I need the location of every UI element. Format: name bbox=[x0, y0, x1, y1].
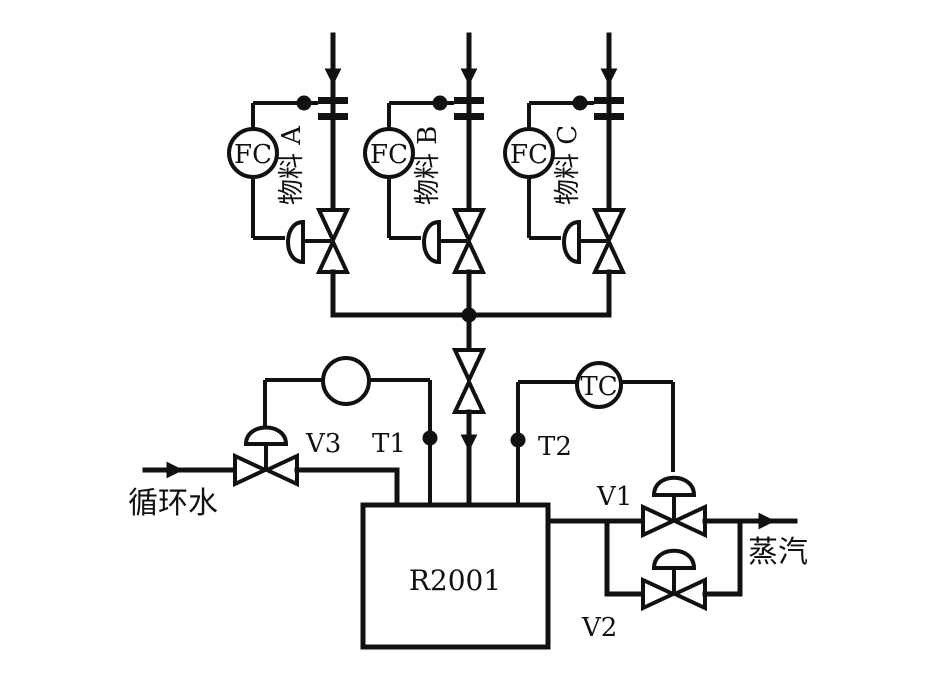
flow-arrow-icon bbox=[758, 512, 776, 530]
actuator-icon bbox=[562, 219, 581, 265]
feed-line-c: FC 物料 C bbox=[503, 32, 627, 318]
t1-label: T1 bbox=[372, 429, 406, 459]
flow-arrow-icon bbox=[324, 68, 342, 86]
flow-arrow-icon bbox=[600, 68, 618, 86]
actuator-icon bbox=[651, 475, 697, 497]
flow-arrow-icon bbox=[460, 434, 478, 452]
control-valve-a[interactable] bbox=[286, 208, 351, 274]
fc-b-instrument[interactable] bbox=[363, 127, 415, 179]
actuator-icon bbox=[651, 548, 697, 570]
material-c-label: 物料 C bbox=[553, 125, 583, 205]
tap-point-c bbox=[572, 95, 588, 111]
tc-label: TC bbox=[580, 372, 617, 402]
valve-v1[interactable] bbox=[641, 475, 707, 539]
fc-a-label: FC bbox=[234, 140, 272, 170]
v2-label: V2 bbox=[581, 613, 617, 643]
cooling-water-label: 循环水 bbox=[128, 486, 218, 521]
cooling-control-loop bbox=[263, 356, 430, 430]
valve-v2[interactable] bbox=[641, 548, 707, 612]
steam-bypass-line: V2 bbox=[581, 518, 743, 643]
steam-label: 蒸汽 bbox=[748, 535, 808, 570]
temperature-sensor-t1: T1 bbox=[372, 380, 438, 505]
feed-header bbox=[330, 307, 612, 508]
feed-line-a: FC 物料 A bbox=[227, 32, 351, 318]
material-b-label: 物料 B bbox=[413, 126, 443, 205]
reactor-label: R2001 bbox=[409, 564, 501, 597]
cooling-water-line: V3 循环水 bbox=[128, 425, 400, 521]
fc-c-label: FC bbox=[510, 140, 548, 170]
steam-control-loop: TC bbox=[518, 361, 675, 472]
actuator-icon bbox=[243, 425, 289, 446]
valve-v3[interactable] bbox=[233, 425, 299, 488]
flow-arrow-icon bbox=[460, 68, 478, 86]
tap-point-b bbox=[432, 95, 448, 111]
fc-c-instrument[interactable] bbox=[503, 127, 555, 179]
temperature-sensor-t2: T2 bbox=[510, 382, 572, 505]
orifice-plate-b bbox=[454, 97, 484, 104]
actuator-icon bbox=[422, 219, 441, 265]
feed-line-b: FC 物料 B bbox=[363, 32, 487, 318]
t2-label: T2 bbox=[538, 432, 572, 462]
steam-line: V1 蒸汽 bbox=[545, 475, 808, 570]
tc-instrument[interactable] bbox=[575, 361, 623, 409]
flow-arrow-icon bbox=[166, 461, 184, 479]
orifice-plate-a bbox=[318, 97, 348, 104]
fc-b-label: FC bbox=[370, 140, 408, 170]
main-feed-valve[interactable] bbox=[451, 348, 487, 414]
material-a-label: 物料 A bbox=[277, 125, 307, 205]
v1-label: V1 bbox=[596, 482, 632, 512]
v3-label: V3 bbox=[305, 429, 341, 459]
tap-point-a bbox=[296, 95, 312, 111]
reactor-r2001[interactable]: R2001 bbox=[360, 502, 551, 650]
cooling-controller-instrument[interactable] bbox=[321, 356, 371, 406]
control-valve-b[interactable] bbox=[422, 208, 487, 274]
fc-a-instrument[interactable] bbox=[227, 127, 279, 179]
orifice-plate-c bbox=[594, 97, 624, 104]
actuator-icon bbox=[286, 219, 305, 265]
control-valve-c[interactable] bbox=[562, 208, 627, 274]
